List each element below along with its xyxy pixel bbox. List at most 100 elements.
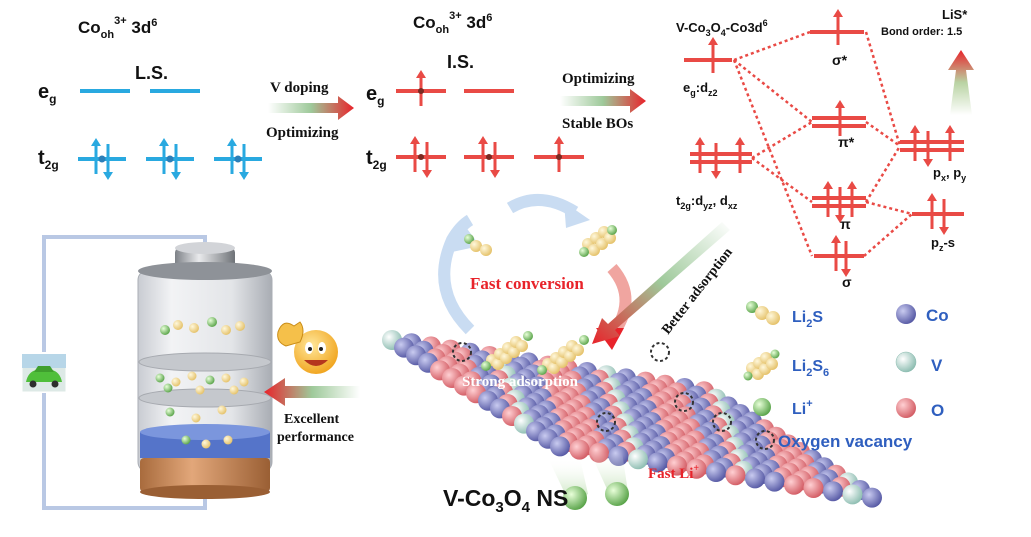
circuit-wire-bottom bbox=[42, 393, 207, 510]
mo-eg-dz2-label: eg:dz2 bbox=[683, 80, 718, 98]
vacancy-icon bbox=[712, 412, 732, 432]
spin-up-arrow-icon bbox=[910, 125, 920, 133]
li-atom bbox=[205, 375, 215, 385]
sulfur-atom bbox=[171, 377, 181, 387]
lattice-atom bbox=[686, 458, 707, 479]
lattice-atom bbox=[569, 439, 590, 460]
fast-li-flux: Fast Li+ bbox=[548, 452, 699, 510]
material-title: V-Co3O4 NS bbox=[443, 485, 568, 516]
spin-down-arrow-icon bbox=[841, 269, 851, 277]
v-co3o4-nanosheet bbox=[382, 330, 882, 508]
spin-up-arrow-icon bbox=[554, 136, 564, 144]
sulfur-atom bbox=[572, 344, 584, 356]
legend-li2s: Li2S bbox=[746, 301, 823, 330]
spin-down-arrow-icon bbox=[422, 170, 432, 178]
li-atom bbox=[770, 349, 780, 359]
legend-li2s6: Li2S6 bbox=[743, 349, 829, 381]
strong-adsorption-label: Strong adsorption bbox=[462, 374, 579, 390]
li-atom bbox=[160, 325, 170, 335]
panel2-state: I.S. bbox=[447, 52, 474, 72]
legend-v: V bbox=[895, 351, 943, 375]
lattice-atom bbox=[550, 436, 570, 457]
vacancy-icon bbox=[452, 342, 472, 362]
legend-li: Li+ bbox=[753, 398, 813, 418]
sulfur-atom bbox=[766, 358, 778, 370]
mo-sigma-star: σ* bbox=[832, 52, 848, 68]
legend-vacancy-label: Oxygen vacancy bbox=[778, 432, 913, 451]
arrow-optimizing: Optimizing Stable BOs bbox=[560, 71, 646, 132]
panel2-levels bbox=[396, 70, 584, 178]
spin-up-arrow-icon bbox=[945, 125, 955, 133]
mo-pi-star: π* bbox=[838, 134, 855, 150]
li-atom bbox=[165, 407, 175, 417]
lattice-atom bbox=[725, 465, 746, 486]
vacancy-icon bbox=[674, 392, 694, 412]
panel1-state: L.S. bbox=[135, 63, 168, 83]
spin-up-arrow-icon bbox=[847, 181, 857, 189]
spin-down-arrow-icon bbox=[103, 172, 113, 180]
li-atom bbox=[155, 373, 165, 383]
sulfur-atom bbox=[189, 323, 199, 333]
panel2-t2g-label: t2g bbox=[366, 147, 387, 172]
sulfur-atom bbox=[516, 340, 528, 352]
arrow2-top-label: Optimizing bbox=[562, 71, 635, 87]
legend-v-label: V bbox=[931, 356, 943, 375]
lattice-atom bbox=[667, 455, 687, 476]
spin-up-arrow-icon bbox=[478, 136, 488, 144]
sulfur-atom bbox=[221, 325, 231, 335]
lattice-atom bbox=[784, 474, 804, 495]
li-atom bbox=[163, 383, 173, 393]
spin-up-arrow-icon bbox=[410, 136, 420, 144]
panel1-eg-label: eg bbox=[38, 81, 56, 106]
li-atom bbox=[607, 225, 617, 235]
excellent-label: Excellent bbox=[284, 412, 340, 427]
li-atom bbox=[579, 247, 589, 257]
panel1-t2g-label: t2g bbox=[38, 147, 59, 172]
sulfur-atom bbox=[195, 385, 205, 395]
legend-o-label: O bbox=[931, 401, 944, 420]
sulfur-atom bbox=[191, 413, 201, 423]
spin-down-arrow-icon bbox=[711, 171, 721, 179]
spin-down-arrow-icon bbox=[171, 172, 181, 180]
circuit-wire-top bbox=[42, 235, 207, 352]
sulfur-atom bbox=[201, 439, 211, 449]
spin-up-arrow-icon bbox=[416, 70, 426, 78]
sulfur-atom bbox=[470, 240, 482, 252]
spin-up-arrow-icon bbox=[159, 138, 169, 146]
mo-sigma: σ bbox=[842, 274, 852, 290]
spin-up-arrow-icon bbox=[823, 181, 833, 189]
mo-levels bbox=[684, 9, 964, 277]
performance-label: performance bbox=[277, 430, 354, 445]
thumbs-up-emoji-icon bbox=[277, 321, 338, 374]
sulfur-atom bbox=[221, 373, 231, 383]
spin-down-arrow-icon bbox=[239, 172, 249, 180]
left-arrow-icon bbox=[264, 378, 360, 406]
panel2-eg-label: eg bbox=[366, 83, 384, 108]
fast-conversion-label: Fast conversion bbox=[470, 274, 584, 293]
legend-li2s6-label: Li2S6 bbox=[792, 358, 829, 379]
mo-correlation-lines bbox=[732, 30, 913, 257]
li-atom bbox=[481, 361, 491, 371]
right-arrow-icon bbox=[560, 89, 646, 113]
spin-down-arrow-icon bbox=[835, 215, 845, 223]
li-atom bbox=[743, 371, 753, 381]
spin-down-arrow-icon bbox=[923, 159, 933, 167]
li-atom bbox=[537, 365, 547, 375]
spin-up-arrow-icon bbox=[927, 193, 937, 201]
arrow-excellent-performance: Excellent performance bbox=[264, 378, 360, 445]
fast-li-label: Fast Li+ bbox=[648, 463, 699, 482]
right-arrow-icon bbox=[268, 96, 354, 120]
sulfur-atom bbox=[187, 371, 197, 381]
mo-pzs-label: pz-s bbox=[931, 235, 955, 253]
spin-up-arrow-icon bbox=[91, 138, 101, 146]
vacancy-icon bbox=[596, 412, 616, 432]
arrow-v-doping: V doping Optimizing bbox=[266, 80, 354, 141]
sulfur-atom bbox=[229, 385, 239, 395]
spin-up-arrow-icon bbox=[708, 37, 718, 45]
diagonal-arrow-icon bbox=[592, 222, 730, 344]
li-atom bbox=[207, 317, 217, 327]
mo-pi: π bbox=[840, 216, 851, 232]
arrow1-top-label: V doping bbox=[270, 80, 329, 96]
sulfur-atom bbox=[217, 405, 227, 415]
